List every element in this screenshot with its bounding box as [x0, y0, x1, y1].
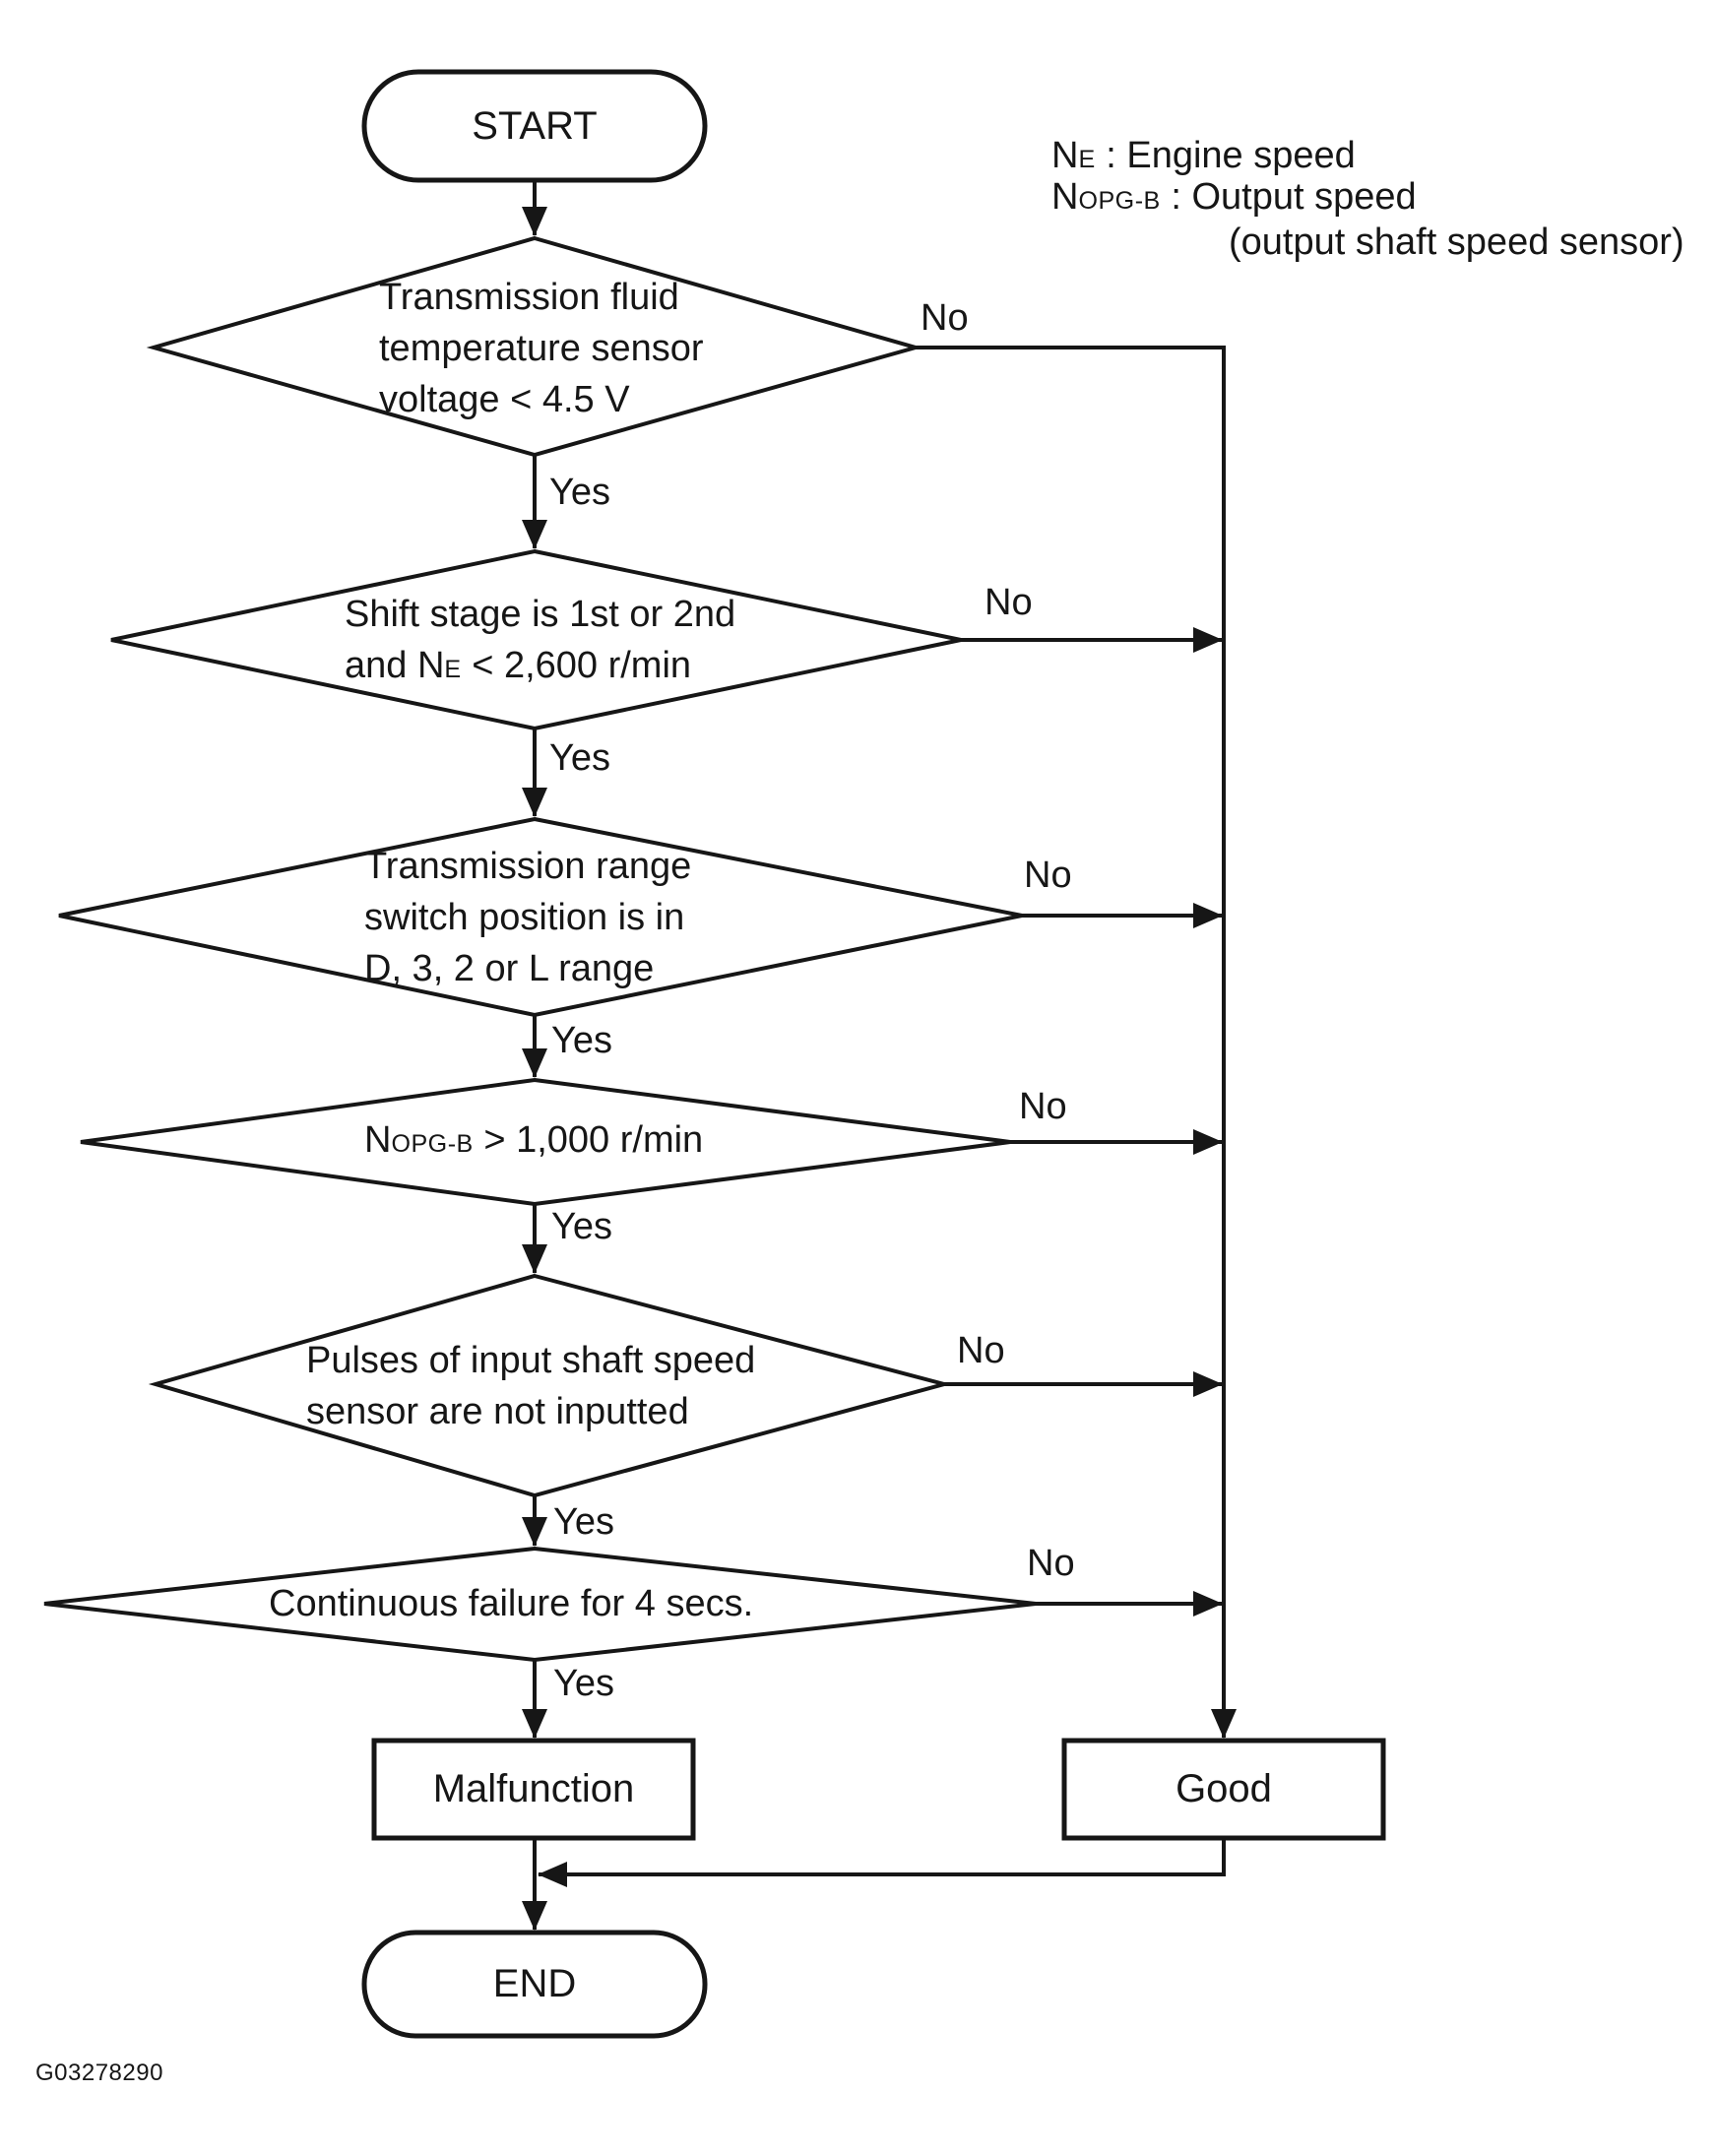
no-label-6: No	[1027, 1543, 1075, 1584]
legend-output-speed-text: : Output speed	[1160, 176, 1417, 218]
text-line: and NE < 2,600 r/min	[345, 640, 735, 695]
text-line: Pulses of input shaft speed	[306, 1340, 756, 1381]
no-label-2: No	[985, 582, 1033, 623]
symbol-nopgb-subscript: OPG-B	[391, 1130, 474, 1158]
decision-shift-stage-label: Shift stage is 1st or 2nd and NE < 2,600…	[345, 589, 735, 695]
text-line: Shift stage is 1st or 2nd	[345, 594, 736, 635]
text-line: switch position is in	[364, 897, 685, 938]
symbol-nopgb: N	[1051, 176, 1079, 218]
text-segment: > 1,000 r/min	[473, 1119, 704, 1161]
text-line: Transmission range	[364, 846, 692, 887]
symbol-ne-subscript: E	[1078, 146, 1096, 173]
legend-engine-speed-text: : Engine speed	[1095, 135, 1356, 176]
figure-code: G03278290	[35, 2060, 163, 2086]
start-terminal-label: START	[472, 103, 598, 148]
yes-label-1: Yes	[549, 472, 610, 513]
good-box-label: Good	[1176, 1767, 1272, 1810]
legend-output-speed-note: (output shaft speed sensor)	[1229, 222, 1684, 263]
legend-output-speed: NOPG-B : Output speed	[1051, 175, 1417, 222]
end-terminal-shape	[361, 1930, 708, 2039]
text-line: sensor are not inputted	[306, 1391, 689, 1432]
no-label-5: No	[957, 1330, 1005, 1371]
decision-input-pulses-label: Pulses of input shaft speed sensor are n…	[306, 1335, 755, 1437]
decision-range-switch-label: Transmission range switch position is in…	[364, 841, 691, 994]
text-line: temperature sensor	[379, 328, 704, 369]
text-segment: < 2,600 r/min	[461, 645, 692, 686]
symbol-ne-subscript: E	[444, 656, 462, 683]
decision-continuous-failure-label: Continuous failure for 4 secs.	[269, 1583, 754, 1624]
no-branch-trunk-line	[916, 346, 1237, 1739]
no-label-1: No	[921, 297, 969, 339]
text-line: Transmission fluid	[379, 277, 679, 318]
yes-label-4: Yes	[551, 1206, 612, 1247]
text-line: NOPG-B > 1,000 r/min	[364, 1114, 703, 1170]
yes-label-2: Yes	[549, 737, 610, 779]
text-segment: and N	[345, 645, 445, 686]
no-label-4: No	[1019, 1086, 1067, 1127]
legend-engine-speed: NE : Engine speed	[1051, 134, 1356, 181]
good-to-end-connector	[538, 1838, 1226, 1887]
text-segment: N	[364, 1119, 392, 1161]
no-label-3: No	[1024, 855, 1072, 896]
decision-fluid-temp-label: Transmission fluid temperature sensor vo…	[379, 272, 704, 425]
text-line: D, 3, 2 or L range	[364, 948, 655, 989]
symbol-nopgb-subscript: OPG-B	[1078, 187, 1161, 215]
decision-output-speed-label: NOPG-B > 1,000 r/min	[364, 1114, 703, 1170]
symbol-ne: N	[1051, 135, 1079, 176]
yes-label-3: Yes	[551, 1020, 612, 1061]
end-terminal-label: END	[492, 1962, 577, 2005]
yes-label-5: Yes	[553, 1501, 614, 1543]
text-line: voltage < 4.5 V	[379, 379, 630, 420]
malfunction-box-label: Malfunction	[432, 1767, 635, 1810]
yes-label-6: Yes	[553, 1663, 614, 1704]
